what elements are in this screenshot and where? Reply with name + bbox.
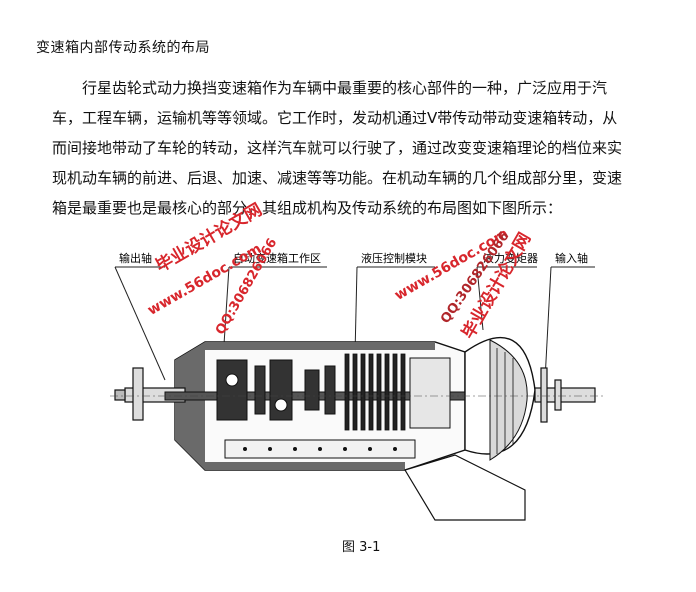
label-hydraulic: 液压控制模块 [361, 251, 427, 265]
label-work-zone: 自动变速箱工作区 [233, 251, 321, 265]
gearbox-diagram: 输出轴 自动变速箱工作区 液压控制模块 液力变矩器 输入轴 [105, 240, 605, 530]
figure-caption: 图 3-1 [342, 540, 381, 555]
paragraph-line: 而间接地带动了车轮的转动，这样汽车就可以行驶了，通过改变变速箱理论的档位来实 [52, 139, 623, 157]
body-paragraph: 行星齿轮式动力换挡变速箱作为车辆中最重要的核心部件的一种，广泛应用于汽 车，工程… [52, 73, 652, 223]
paragraph-line: 行星齿轮式动力换挡变速箱作为车辆中最重要的核心部件的一种，广泛应用于汽 [82, 79, 608, 97]
label-converter: 液力变矩器 [483, 251, 538, 265]
paragraph-line: 箱是最重要也是最核心的部分，其组成机构及传动系统的布局图如下图所示： [52, 199, 563, 217]
paragraph-line: 现机动车辆的前进、后退、加速、减速等等功能。在机动车辆的几个组成部分里，变速 [52, 169, 623, 187]
label-output-shaft: 输出轴 [119, 251, 152, 265]
paragraph-line: 车，工程车辆，运输机等等领域。它工作时，发动机通过V带传动带动变速箱转动，从 [52, 109, 618, 127]
gearbox-drawing: 输出轴 自动变速箱工作区 液压控制模块 液力变矩器 输入轴 [110, 251, 603, 521]
section-heading: 变速箱内部传动系统的布局 [36, 40, 210, 56]
label-input-shaft: 输入轴 [555, 251, 588, 265]
